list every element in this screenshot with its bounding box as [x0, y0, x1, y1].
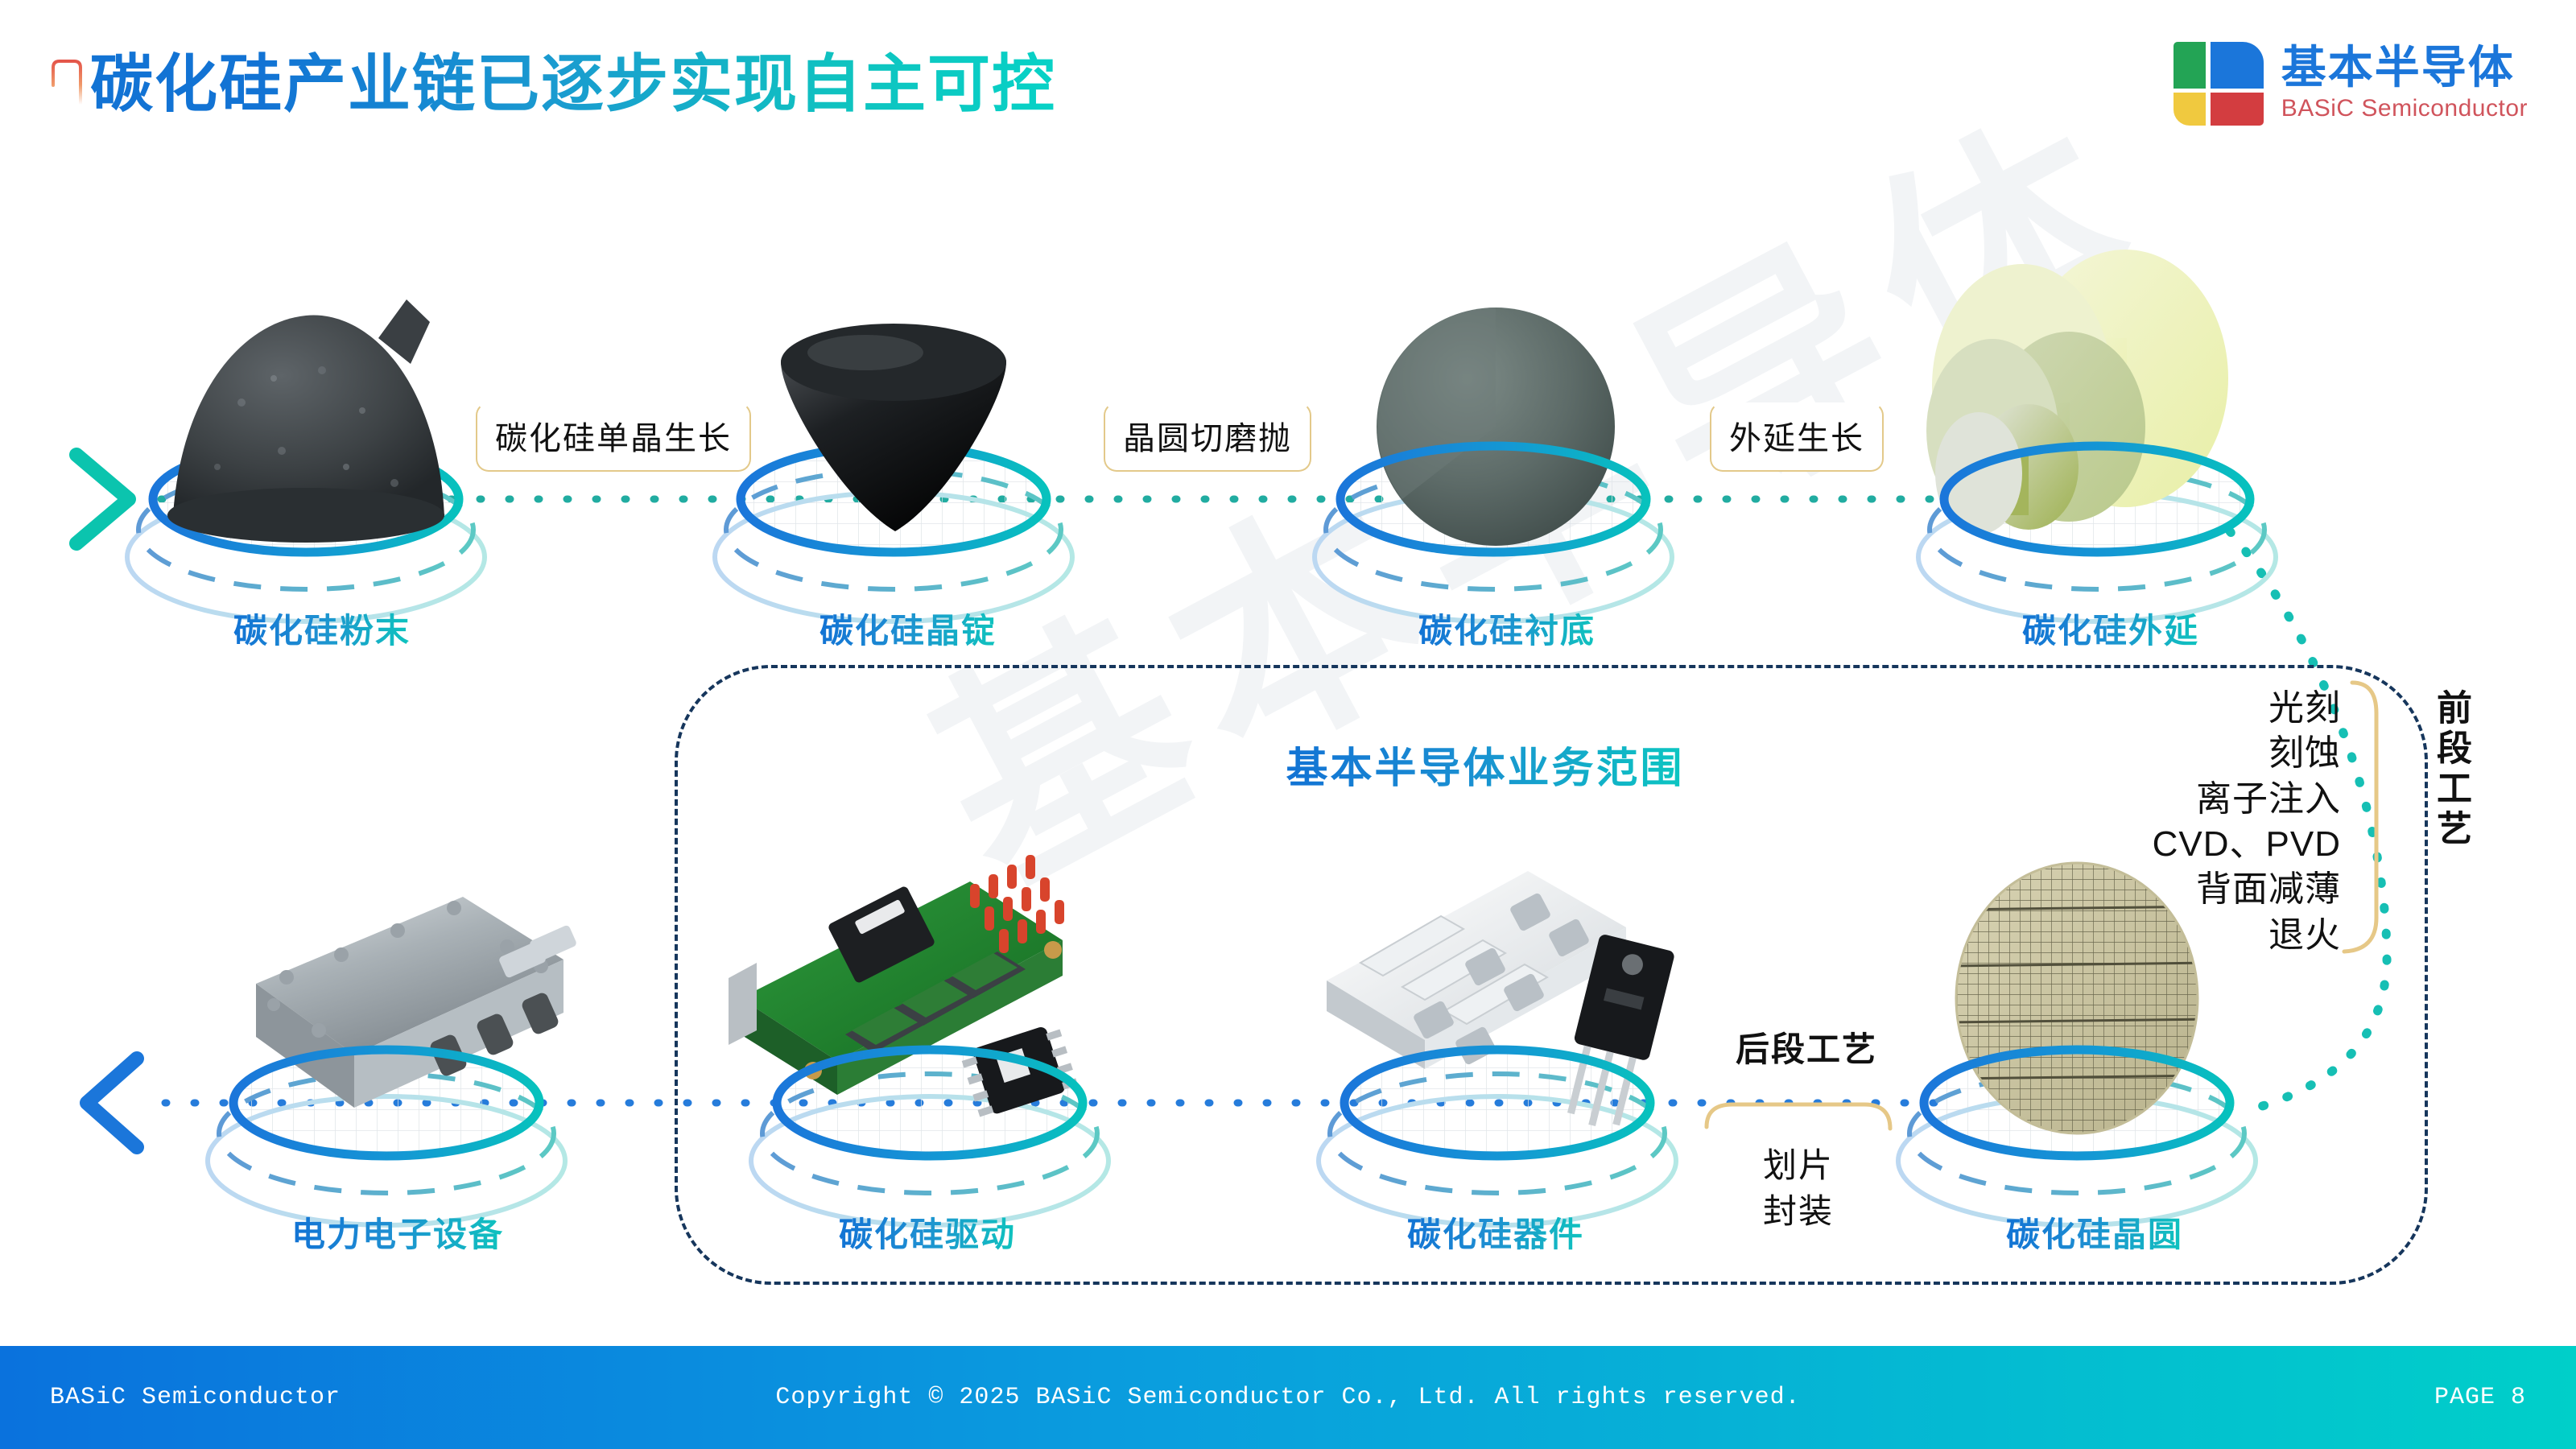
step-badge-wafer-grinding: 晶圆切磨抛	[1104, 402, 1311, 472]
node-label-ingot: 碳化硅晶锭	[819, 604, 997, 653]
quote-mark-icon	[50, 58, 85, 108]
logo-block-red	[2210, 93, 2264, 126]
node-label-wafer: 碳化硅晶圆	[2006, 1208, 2183, 1257]
logo-company-name-cn: 基本半导体	[2281, 41, 2515, 93]
sic-power-module-image	[1316, 871, 1678, 1228]
node-label-equipment: 电力电子设备	[291, 1208, 504, 1257]
front-end-process-list: 光刻 刻蚀 离子注入 CVD、PVD 背面减薄 退火	[2090, 686, 2341, 958]
footer-copyright: Copyright © 2025 BASiC Semiconductor Co.…	[775, 1384, 1801, 1411]
node-label-driver: 碳化硅驱动	[839, 1208, 1016, 1257]
power-electronics-equipment-image	[205, 897, 576, 1228]
step-badge-epi-growth: 外延生长	[1710, 402, 1884, 472]
logo-company-name-en: BASiC Semiconductor	[2281, 95, 2528, 122]
logo-block-green	[2173, 42, 2206, 89]
front-end-step-4: 背面减薄	[2196, 869, 2341, 910]
basic-semiconductor-logo-icon	[2173, 42, 2264, 126]
page-title: 碳化硅产业链已逐步实现自主可控	[90, 34, 1056, 124]
business-scope-title: 基本半导体业务范围	[1286, 734, 1684, 795]
front-end-step-5: 退火	[2268, 914, 2341, 955]
sic-driver-board-image	[729, 855, 1111, 1228]
node-label-epitaxy: 碳化硅外延	[2022, 604, 2199, 653]
sic-wafer-image	[1896, 861, 2258, 1228]
front-end-step-3: CVD、PVD	[2152, 824, 2341, 864]
step-badge-crystal-growth: 碳化硅单晶生长	[476, 402, 751, 472]
front-end-step-2: 离子注入	[2196, 778, 2341, 819]
node-label-device: 碳化硅器件	[1407, 1208, 1584, 1257]
front-end-step-1: 刻蚀	[2268, 733, 2341, 774]
footer-page-number: PAGE 8	[2434, 1384, 2526, 1411]
business-scope-frame	[675, 665, 2428, 1285]
step-label-dicing-packaging: 划片 封装	[1763, 1143, 1834, 1234]
company-logo: 基本半导体 BASiC Semiconductor	[2173, 41, 2528, 126]
sic-substrate-image	[1312, 308, 1674, 624]
node-label-substrate: 碳化硅衬底	[1418, 604, 1596, 653]
sic-epitaxy-image	[1916, 250, 2278, 624]
logo-block-blue	[2210, 42, 2264, 89]
footer-brand: BASiC Semiconductor	[50, 1384, 341, 1411]
node-label-powder: 碳化硅粉末	[233, 604, 411, 653]
front-end-step-0: 光刻	[2268, 688, 2341, 728]
step-line-packaging: 封装	[1762, 1191, 1835, 1230]
sic-powder-image	[125, 299, 487, 624]
front-end-process-vertical-label: 前段工艺	[2431, 689, 2471, 850]
logo-block-yellow	[2173, 93, 2206, 126]
sic-ingot-image	[712, 324, 1075, 624]
step-line-dicing: 划片	[1762, 1146, 1835, 1184]
step-label-back-end-process: 后段工艺	[1735, 1030, 1878, 1068]
slide-footer: BASiC Semiconductor Copyright © 2025 BAS…	[0, 1346, 2576, 1449]
